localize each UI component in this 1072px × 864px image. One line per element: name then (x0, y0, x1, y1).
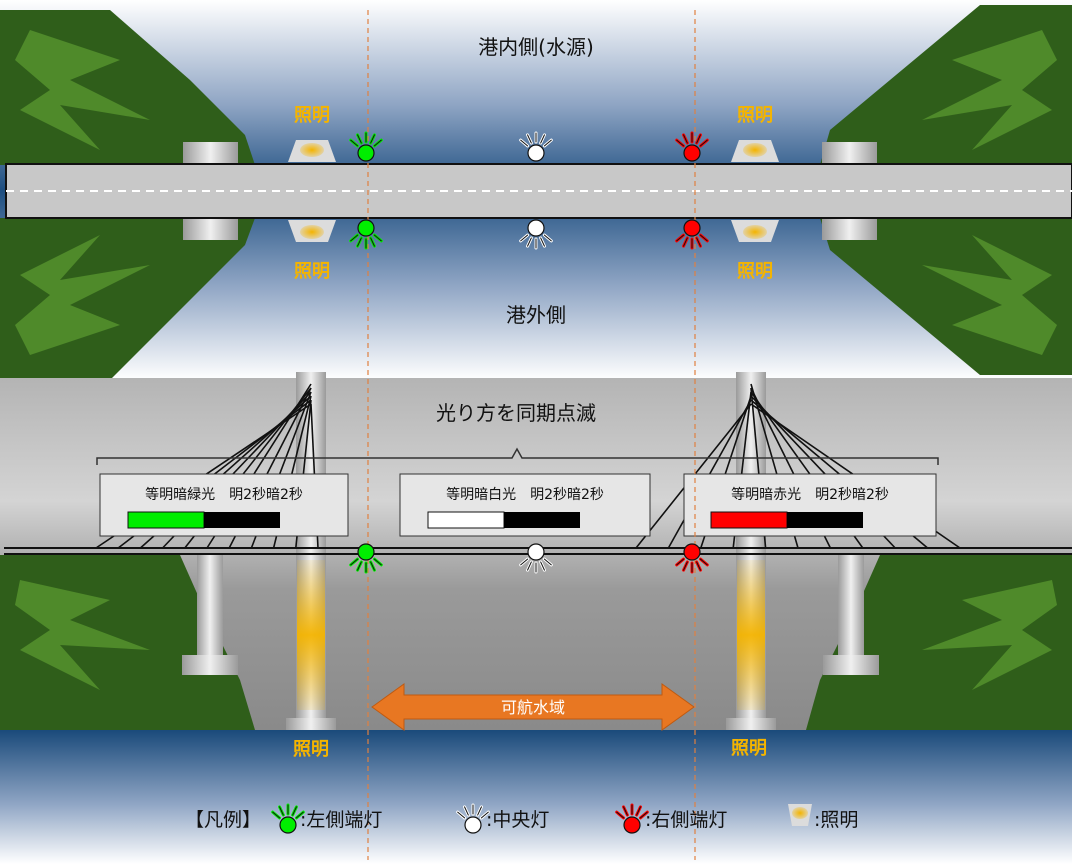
legend-left-text: :左側端灯 (300, 809, 382, 831)
pattern-bar-on (710, 511, 788, 529)
pattern-text: 等明暗緑光 明2秒暗2秒 (145, 486, 303, 503)
lighting-label: 照明 (737, 261, 773, 282)
river-water (0, 730, 1072, 864)
navigable-channel-arrow: 可航水域 (371, 683, 695, 731)
sync-label: 光り方を同期点滅 (436, 401, 596, 425)
red-lamp (675, 543, 709, 574)
lighting-label: 照明 (293, 739, 329, 760)
red-lamp (675, 219, 709, 250)
lighting-label: 照明 (731, 738, 767, 759)
green-lamp (349, 543, 383, 574)
foliage-leaves (15, 30, 1057, 355)
legend-green-lamp-icon (271, 803, 305, 834)
lighting-icon-glow (792, 807, 808, 819)
abutment-block (822, 142, 877, 164)
navigable-label: 可航水域 (501, 698, 565, 717)
legend-right-text: :右側端灯 (645, 809, 727, 831)
pattern-bar-on (427, 511, 505, 529)
legend: 【凡例】 :左側端灯 :中央灯 :右側端灯 :照明 (185, 803, 858, 834)
white-lamp (519, 131, 553, 162)
pattern-box-green: 等明暗緑光 明2秒暗2秒 (99, 473, 349, 537)
legend-red-lamp-icon (615, 803, 649, 834)
white-lamp (519, 219, 553, 250)
legend-white-lamp-icon (456, 803, 490, 834)
plan-view: 港内側(水源) 港外側 照明 照明 照明 照明 (0, 0, 1072, 380)
pier-footing (182, 655, 238, 675)
downstream-label: 港外側 (506, 303, 566, 327)
lighting-label: 照明 (737, 105, 773, 126)
tower-base (286, 718, 336, 730)
sync-brace (96, 447, 939, 465)
abutment-block (183, 218, 238, 240)
legend-lighting-text: :照明 (814, 809, 858, 831)
pattern-text: 等明暗赤光 明2秒暗2秒 (731, 486, 889, 503)
lighting-label: 照明 (294, 261, 330, 282)
elevation-view: 光り方を同期点滅 等明暗緑光 明2秒暗2秒 等明暗白光 明2秒暗2秒 等明暗赤光… (0, 372, 1072, 864)
white-lamp (519, 543, 553, 574)
lighting-label: 照明 (294, 105, 330, 126)
legend-center-text: :中央灯 (486, 809, 549, 831)
pattern-bar-off (504, 512, 580, 528)
pattern-box-red: 等明暗赤光 明2秒暗2秒 (683, 473, 937, 537)
tower-lighting-glow (297, 560, 325, 710)
legend-title: 【凡例】 (185, 809, 261, 831)
abutment-block (183, 142, 238, 164)
tower-base (726, 718, 776, 730)
plan-lighting-fixtures (288, 140, 779, 242)
green-lamp (349, 131, 383, 162)
upstream-label: 港内側(水源) (478, 35, 594, 59)
pattern-box-white: 等明暗白光 明2秒暗2秒 (399, 473, 651, 537)
pattern-bar-on (127, 511, 205, 529)
signal-lamps (349, 131, 709, 574)
pattern-bar-off (787, 512, 863, 528)
green-lamp (349, 219, 383, 250)
abutment-block (822, 218, 877, 240)
bank-leaves (15, 580, 1057, 690)
red-lamp (675, 131, 709, 162)
legend-lamp-icons (271, 803, 649, 834)
tower-lighting-glow (737, 560, 765, 710)
pattern-bar-off (204, 512, 280, 528)
pier-footing (823, 655, 879, 675)
pier (838, 555, 864, 655)
pattern-text: 等明暗白光 明2秒暗2秒 (446, 486, 604, 503)
pier (197, 555, 223, 655)
